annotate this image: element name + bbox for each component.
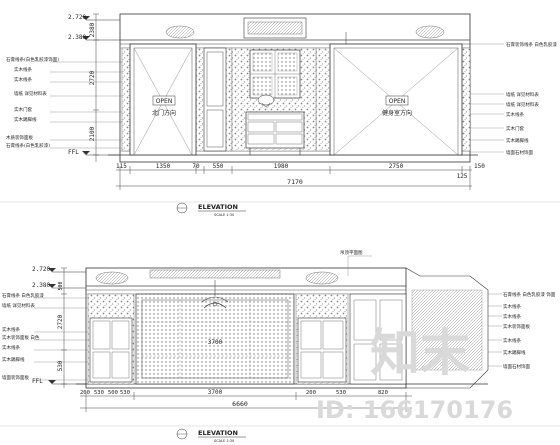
e2-right-note-3: 实木装饰面板 <box>503 323 530 330</box>
hdim-1-2: 1350 <box>156 163 171 170</box>
level-2380-e2: 2.380 <box>32 282 50 289</box>
e2-right-note-1: 实木线条 <box>503 303 521 310</box>
elevation-2: 3700 2.720 <box>0 250 560 443</box>
vdim-1-1: 2720 <box>89 70 96 85</box>
e2-right-note-2: 实木线条 <box>503 313 521 320</box>
level-markers-2: 2.720 2.380 FFL <box>32 266 86 385</box>
elevation-2-scale: SCALE 1:30 <box>214 439 234 443</box>
level-2720-e2: 2.720 <box>32 266 50 273</box>
left-panels-2 <box>89 317 133 383</box>
vdim-2-3: 500 <box>58 281 64 290</box>
vertical-dims-1: 2380 2720 2100 <box>89 13 99 162</box>
e2-left-note-3: 实木装饰面板 白色 <box>2 334 40 341</box>
left-door-open-label: OPEN <box>156 98 173 105</box>
e1-right-note-0: 石膏装饰线条 白色乳胶漆 <box>506 41 557 48</box>
e2-left-note-5: 实木踢脚线 <box>2 356 25 363</box>
right-alcove <box>405 267 489 389</box>
e2-left-note-1: 墙纸 详见材料表 <box>2 302 35 309</box>
e2-left-note-0: 石膏线条 白色乳胶漆 <box>2 292 44 299</box>
narrow-panel <box>203 47 227 152</box>
watermark-brand: 知末 <box>370 324 470 382</box>
horizontal-dims-2: 200 530 500 530 3700 200 530 820 6660 <box>80 389 412 412</box>
title-block-2: ELEVATION SCALE 1:30 <box>0 425 560 443</box>
left-door-note: 北门方向 <box>152 109 176 117</box>
title-block-1: ELEVATION SCALE 1:30 <box>0 201 560 217</box>
right-door: OPEN 健身室方向 <box>329 43 463 156</box>
hdim-2-8: 820 <box>378 390 388 396</box>
e1-right-note-5: 实木踢脚线 <box>506 137 529 144</box>
vdim-1-0: 2380 <box>89 22 96 37</box>
e2-left-note-6: 墙面装饰面板 <box>2 374 29 381</box>
hdim-2-7: 530 <box>336 390 346 396</box>
e2-left-note-2: 实木线条 <box>2 326 20 333</box>
e1-left-note-7: 石膏线条(白色乳胶漆) <box>6 142 50 149</box>
top-note-2: 吊顶平面图 <box>340 250 372 276</box>
hdim-1-5: 550 <box>213 163 224 170</box>
hdim-2-6: 200 <box>306 390 316 396</box>
left-door: OPEN 北门方向 <box>129 43 197 156</box>
e1-left-note-1: 实木线条 <box>14 66 32 73</box>
level-markers-1: 2.720 2.380 FFL <box>68 14 120 156</box>
hdim-1-3: 70 <box>192 163 200 170</box>
total-width-1: 7170 <box>287 178 303 186</box>
hdim-1-6: 1980 <box>274 163 289 170</box>
e1-right-note-4: 实木门套 <box>506 125 524 132</box>
vdim-2-2: 530 <box>57 360 64 371</box>
e2-left-note-4: 实木线条 <box>2 344 20 351</box>
e1-left-note-3: 墙纸 详见材料表 <box>14 90 47 97</box>
hdim-1-8: 125 <box>457 173 468 180</box>
e1-left-note-6: 木质装饰面板 <box>6 134 33 141</box>
hdim-1-7: 2750 <box>389 163 404 170</box>
top-note-text: 吊顶平面图 <box>340 250 363 256</box>
e1-left-note-2: 实木线条 <box>14 76 32 83</box>
center-feature <box>243 17 307 155</box>
e1-right-note-6: 墙面石材饰面 <box>506 149 533 156</box>
hdim-2-0: 200 <box>80 390 90 396</box>
hdim-2-3: 530 <box>120 390 130 396</box>
elevation-1-title: ELEVATION <box>198 203 238 211</box>
hdim-2-1: 530 <box>94 390 104 396</box>
hdim-2-2: 500 <box>108 390 118 396</box>
right-panels-2 <box>297 293 407 385</box>
level-2380-e1: 2.380 <box>68 34 86 41</box>
right-door-note: 健身室方向 <box>382 109 412 117</box>
center-panel-2: 3700 <box>135 293 295 385</box>
e2-right-note-4: 实木线条 <box>503 337 521 344</box>
vdim-2-0: 2720 <box>57 314 64 329</box>
e1-right-note-3: 实木线条 <box>506 111 524 118</box>
center-dim-2: 3700 <box>208 339 223 346</box>
level-ffl-e2: FFL <box>32 378 43 385</box>
e2-right-note-5: 实木踢脚线 <box>503 349 526 356</box>
hdim-2-5: 3700 <box>208 389 223 396</box>
hdim-1-0: 115 <box>116 163 127 170</box>
vdim-1-2: 2100 <box>89 126 96 141</box>
elevation-1-scale: SCALE 1:30 <box>214 213 234 217</box>
watermark-id: ID: 166170176 <box>316 396 513 424</box>
e1-right-note-1: 墙纸 详见材料表 <box>506 91 539 98</box>
e1-right-note-2: 墙纸 详见材料表 <box>506 101 539 108</box>
left-notes-2: 石膏线条 白色乳胶漆 墙纸 详见材料表 实木线条 实木装饰面板 白色 实木线条 … <box>2 292 88 381</box>
right-door-open-label: OPEN <box>389 98 406 105</box>
e1-left-note-5: 实木踢脚线 <box>14 116 37 123</box>
vertical-dims-2: 2720 530 500 <box>57 267 67 388</box>
e2-right-note-6: 墙面石材饰面 <box>503 363 530 370</box>
hdim-1-9: 150 <box>474 163 485 170</box>
chandelier-icon-2 <box>201 280 229 309</box>
e1-left-note-4: 实木门套 <box>14 106 32 113</box>
total-width-2: 6660 <box>232 400 248 408</box>
left-notes-1: 石膏线条(白色乳胶漆饰面) 实木线条 实木线条 墙纸 详见材料表 实木门套 实木… <box>6 56 122 149</box>
right-notes-1: 石膏装饰线条 白色乳胶漆 墙纸 详见材料表 墙纸 详见材料表 实木线条 实木门套… <box>470 41 557 156</box>
elevation-2-title: ELEVATION <box>198 429 238 437</box>
elevation-1: OPEN 北门方向 <box>0 13 560 217</box>
level-2720-e1: 2.720 <box>68 14 86 21</box>
watermark: 知末 ID: 166170176 <box>316 324 513 424</box>
e1-left-note-0: 石膏线条(白色乳胶漆饰面) <box>6 56 59 63</box>
horizontal-dims-1: 115 1350 70 550 1980 2750 125 150 7170 <box>116 163 485 190</box>
right-notes-2: 石膏线条 白色乳胶漆 饰面 实木线条 实木线条 实木装饰面板 实木线条 实木踢脚… <box>488 291 556 370</box>
e2-right-note-0: 石膏线条 白色乳胶漆 饰面 <box>503 291 556 298</box>
level-ffl-e1: FFL <box>68 149 79 156</box>
